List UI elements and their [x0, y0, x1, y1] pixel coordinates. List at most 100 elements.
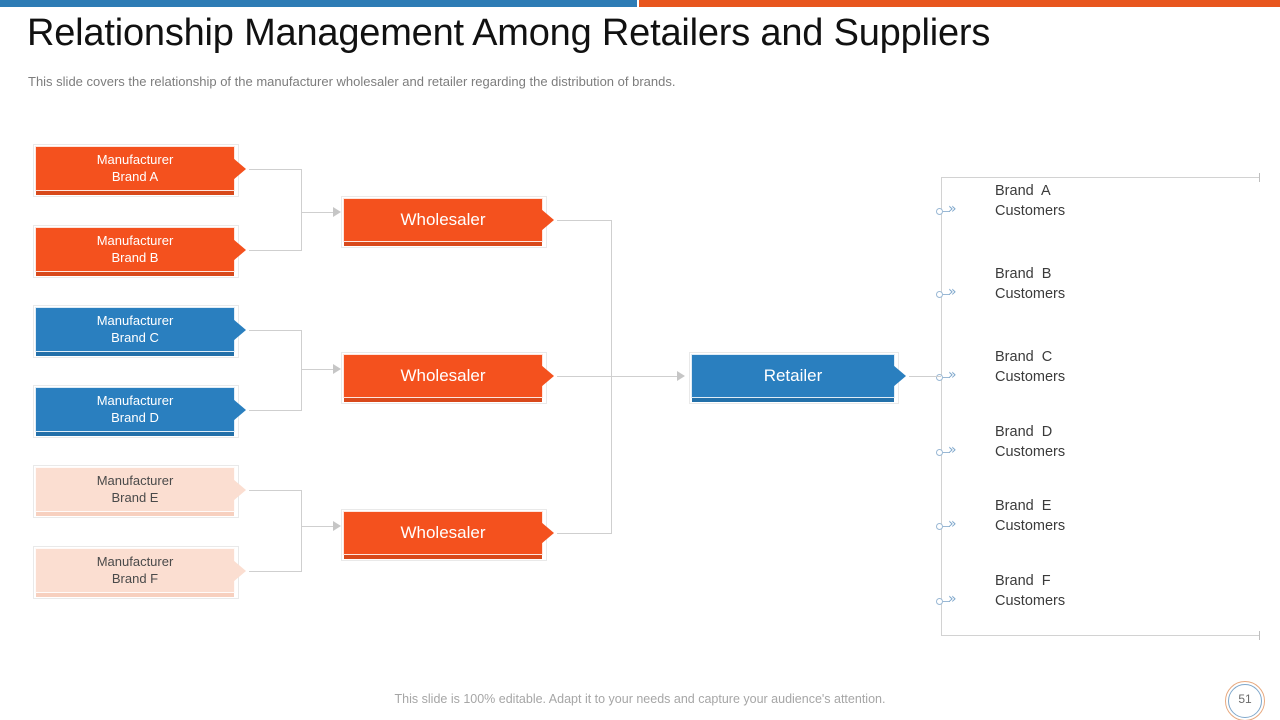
customer-marker-icon: »: [930, 443, 964, 459]
customer-line1: Brand E: [995, 498, 1052, 514]
page-subtitle: This slide covers the relationship of th…: [28, 74, 676, 89]
connector-wholesaler-1-out: [557, 220, 612, 221]
stem-line-icon: [943, 377, 950, 378]
manufacturer-line2: Brand D: [111, 409, 159, 425]
manufacturer-line1: Manufacturer: [96, 553, 174, 569]
connector-to-wholesaler-2: [301, 369, 335, 370]
manufacturer-line1: Manufacturer: [96, 312, 174, 328]
manufacturer-line2: Brand B: [111, 249, 159, 265]
wholesaler-label: Wholesaler: [400, 210, 486, 230]
customer-marker-icon: »: [930, 368, 964, 384]
arrow-notch-icon: [233, 559, 246, 582]
arrowhead-icon-wholesaler-2: [333, 364, 341, 374]
circle-icon: [936, 291, 943, 298]
manufacturer-line1: Manufacturer: [96, 472, 174, 488]
manufacturer-box-brand-a[interactable]: Manufacturer Brand A: [33, 144, 246, 197]
circle-icon: [936, 449, 943, 456]
retailer-label: Retailer: [763, 366, 823, 386]
manufacturer-box-brand-c[interactable]: Manufacturer Brand C: [33, 305, 246, 358]
connector-to-wholesaler-3: [301, 526, 335, 527]
manufacturer-box-brand-e[interactable]: Manufacturer Brand E: [33, 465, 246, 518]
arrowhead-icon-wholesaler-1: [333, 207, 341, 217]
customer-marker-icon: »: [930, 202, 964, 218]
manufacturer-box-brand-b[interactable]: Manufacturer Brand B: [33, 225, 246, 278]
connector-wholesaler-3-out: [557, 533, 612, 534]
page-number-text: 51: [1238, 692, 1252, 706]
customer-rail-cap-bottom: [1259, 631, 1260, 640]
connector-brand-e: [249, 490, 302, 491]
customer-marker-icon: »: [930, 592, 964, 608]
arrow-notch-icon: [541, 209, 554, 231]
manufacturer-line2: Brand E: [111, 489, 159, 505]
page-number-arc-inner: [1228, 684, 1262, 718]
connector-brand-a: [249, 169, 302, 170]
stem-line-icon: [943, 211, 950, 212]
double-chevron-right-icon: »: [948, 284, 957, 300]
customer-marker-icon: »: [930, 517, 964, 533]
wholesaler-box-3[interactable]: Wholesaler: [341, 509, 554, 561]
manufacturer-line2: Brand C: [111, 329, 159, 345]
customer-line1: Brand A: [995, 183, 1051, 199]
customer-line1: Brand D: [995, 424, 1053, 440]
manufacturer-box-brand-f[interactable]: Manufacturer Brand F: [33, 546, 246, 599]
arrow-notch-icon: [233, 398, 246, 421]
top-accent-bar-blue: [0, 0, 637, 7]
connector-bracket-group2: [301, 330, 302, 411]
connector-brand-b: [249, 250, 302, 251]
wholesaler-label: Wholesaler: [400, 366, 486, 386]
manufacturer-box-label: Manufacturer Brand D: [91, 393, 180, 426]
double-chevron-right-icon: »: [948, 591, 957, 607]
connector-brand-f: [249, 571, 302, 572]
stem-line-icon: [943, 294, 950, 295]
double-chevron-right-icon: »: [948, 367, 957, 383]
manufacturer-box-label: Manufacturer Brand F: [91, 554, 180, 587]
double-chevron-right-icon: »: [948, 516, 957, 532]
manufacturer-box-label: Manufacturer Brand C: [91, 313, 180, 346]
arrow-notch-icon: [233, 238, 246, 261]
manufacturer-line2: Brand F: [111, 570, 159, 586]
customer-label: Brand B Customers: [995, 265, 1065, 304]
manufacturer-line1: Manufacturer: [96, 232, 174, 248]
footer-note: This slide is 100% editable. Adapt it to…: [394, 692, 886, 706]
arrow-notch-icon: [893, 365, 906, 387]
circle-icon: [936, 374, 943, 381]
connector-brand-d: [249, 410, 302, 411]
stem-line-icon: [943, 452, 950, 453]
manufacturer-line1: Manufacturer: [96, 151, 174, 167]
circle-icon: [936, 598, 943, 605]
connector-brand-c: [249, 330, 302, 331]
stem-line-icon: [943, 526, 950, 527]
top-accent-bar-orange: [639, 0, 1280, 7]
customer-rail-vertical: [941, 177, 942, 635]
wholesaler-label: Wholesaler: [400, 523, 486, 543]
connector-wholesaler-2-out: [557, 376, 612, 377]
page-number-badge: 51: [1225, 681, 1267, 720]
customer-item-brand-b[interactable]: » Brand B Customers: [930, 266, 1250, 315]
retailer-box[interactable]: Retailer: [689, 352, 906, 404]
connector-to-retailer: [611, 376, 679, 377]
manufacturer-line2: Brand A: [111, 168, 159, 184]
stem-line-icon: [943, 601, 950, 602]
arrow-notch-icon: [233, 318, 246, 341]
wholesaler-box-1[interactable]: Wholesaler: [341, 196, 554, 248]
manufacturer-box-label: Manufacturer Brand A: [91, 152, 180, 185]
customer-marker-icon: »: [930, 285, 964, 301]
manufacturer-box-brand-d[interactable]: Manufacturer Brand D: [33, 385, 246, 438]
customer-line2: Customers: [995, 285, 1066, 302]
arrowhead-icon-retailer: [677, 371, 685, 381]
connector-bracket-group1: [301, 169, 302, 251]
wholesaler-box-2[interactable]: Wholesaler: [341, 352, 554, 404]
double-chevron-right-icon: »: [948, 442, 957, 458]
customer-rail-cap-top: [1259, 173, 1260, 182]
customer-line1: Brand B: [995, 266, 1052, 282]
double-chevron-right-icon: »: [948, 201, 957, 217]
